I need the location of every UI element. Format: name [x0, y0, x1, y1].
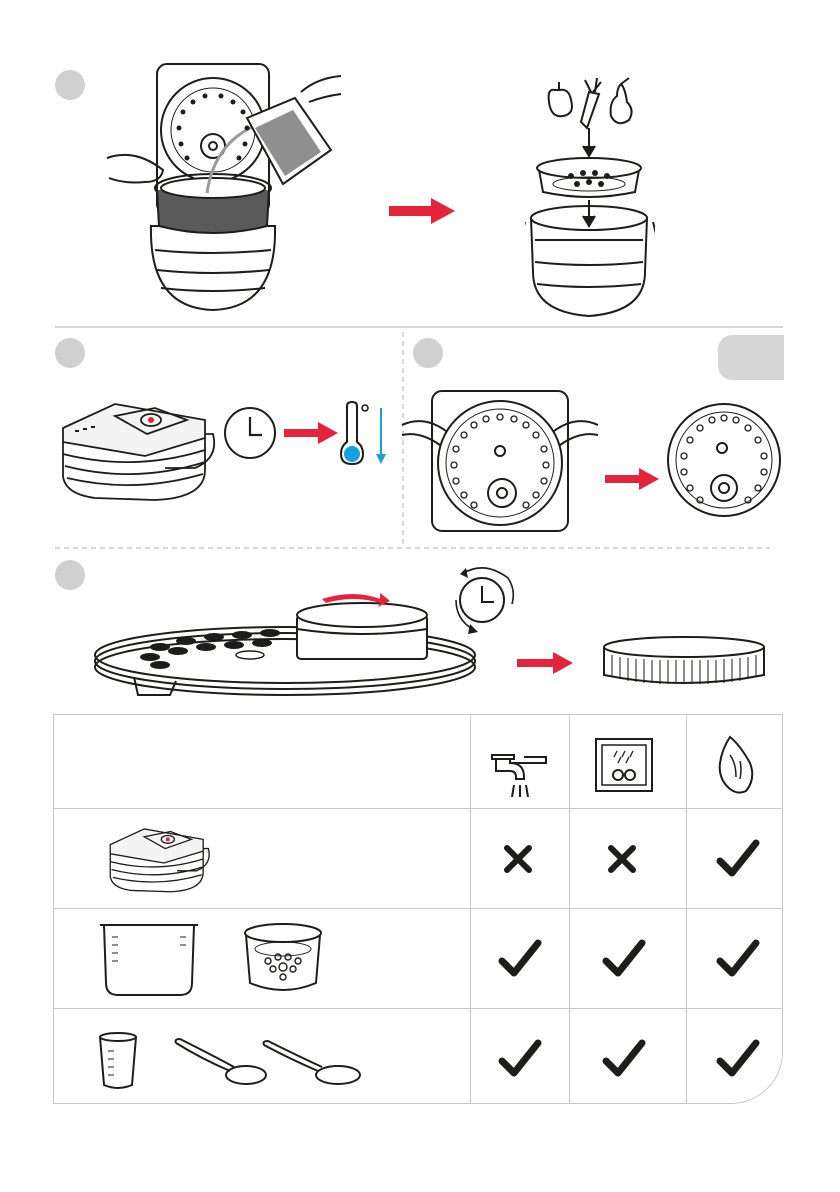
cross-mark-icon	[502, 843, 534, 875]
arrow-right-icon	[515, 650, 575, 676]
spatula-icon	[260, 1039, 364, 1089]
cross-mark-icon	[606, 843, 638, 875]
check-mark-icon	[602, 939, 646, 979]
tap-water-icon	[490, 737, 552, 799]
check-mark-icon	[498, 939, 542, 979]
check-mark-icon	[602, 1039, 646, 1079]
arrow-right-icon	[387, 196, 457, 226]
inner-lid-icon	[664, 400, 784, 520]
measuring-cup-icon	[96, 1031, 140, 1091]
check-mark-icon	[716, 939, 760, 979]
steam-basket-vegetables-icon	[525, 72, 655, 322]
steam-basket-icon	[240, 921, 326, 1001]
valve-cap-icon	[598, 633, 770, 693]
check-mark-icon	[498, 1039, 542, 1079]
inner-pot-icon	[98, 919, 200, 999]
cleaning-table	[53, 714, 783, 1104]
cooker-open-pour-icon	[105, 58, 365, 318]
clock-icon	[222, 405, 278, 461]
arrow-right-icon	[603, 466, 661, 492]
inner-lid-remove-icon	[400, 385, 600, 535]
cooker-closed-icon	[55, 398, 220, 508]
thermometer-cold-icon	[335, 400, 395, 468]
cloth-icon	[710, 733, 764, 797]
check-mark-icon	[716, 839, 760, 879]
steam-valve-twist-icon	[90, 585, 490, 700]
check-mark-icon	[716, 1039, 760, 1079]
dishwasher-icon	[592, 735, 656, 795]
cooker-body-icon	[94, 825, 224, 897]
ladle-icon	[172, 1037, 268, 1087]
rotate-clock-icon	[448, 560, 518, 640]
arrow-right-icon	[282, 420, 340, 446]
